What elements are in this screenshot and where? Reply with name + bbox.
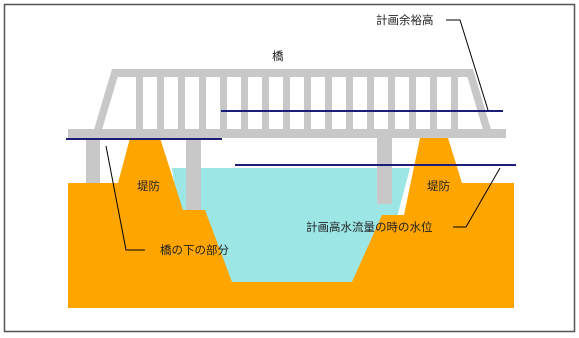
bridge-label: 橋 [272, 49, 284, 63]
under-bridge-leader [105, 145, 145, 251]
bridge-truss [93, 69, 492, 133]
bridge-pier-center [186, 138, 201, 210]
under-bridge-label: 橋の下の部分 [160, 243, 229, 257]
levee-left-label: 堤防 [137, 179, 160, 193]
bridge-pier-right [377, 138, 392, 204]
river-water [172, 168, 410, 282]
bridge-deck [68, 129, 506, 138]
diagram-border [3, 3, 576, 333]
ground-and-levees [68, 138, 514, 308]
design-water-level-leader [453, 167, 501, 228]
freeboard-label: 計画余裕高 [376, 13, 434, 27]
bridge-pier-left [86, 138, 100, 183]
freeboard-leader [446, 19, 489, 111]
design-water-level-label: 計画高水流量の時の水位 [306, 220, 433, 234]
levee-right-label: 堤防 [427, 179, 450, 193]
